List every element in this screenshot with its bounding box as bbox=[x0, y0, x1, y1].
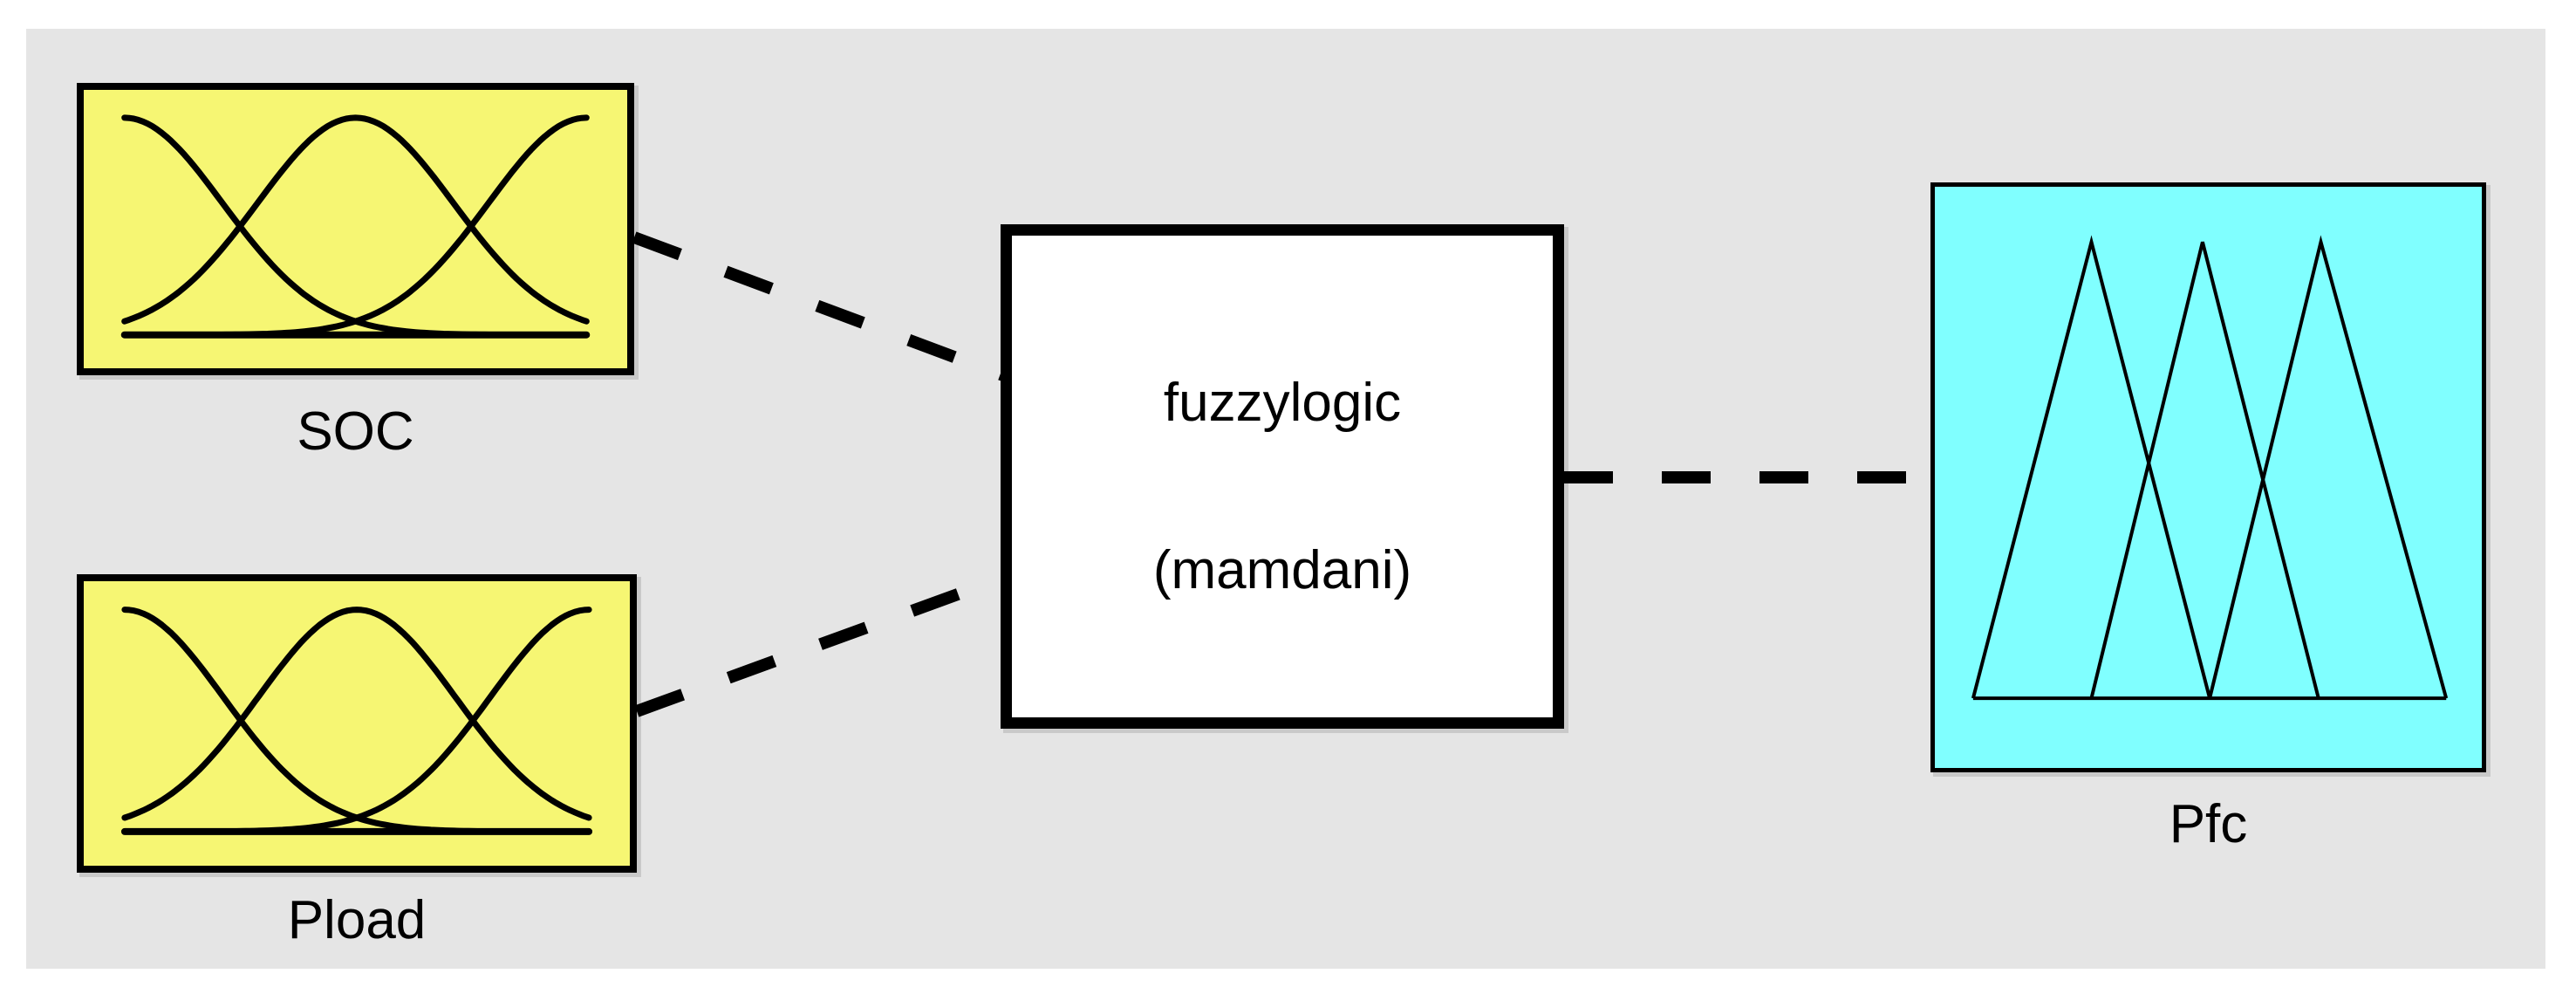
system-method-text: (mamdani) bbox=[1152, 540, 1412, 600]
pload-membership-plot bbox=[120, 607, 593, 835]
triangular-mf-curve-2 bbox=[2089, 241, 2320, 699]
triangular-mf-curve-1 bbox=[1971, 235, 2212, 699]
input-label-soc: SOC bbox=[297, 401, 414, 462]
input-label-pload: Pload bbox=[287, 890, 427, 950]
system-name-text: fuzzylogic bbox=[1163, 373, 1402, 433]
pfc-membership-plot bbox=[1971, 235, 2449, 701]
gaussian-mf-curve-3 bbox=[121, 607, 592, 835]
triangular-mf-curve-3 bbox=[2208, 235, 2449, 699]
soc-membership-plot bbox=[120, 114, 591, 339]
output-label-pfc: Pfc bbox=[2169, 794, 2248, 854]
gaussian-mf-curve-3 bbox=[121, 114, 590, 339]
gaussian-mf-curve-1 bbox=[121, 607, 592, 835]
gaussian-mf-curve-2 bbox=[121, 114, 590, 325]
input-node-soc[interactable] bbox=[77, 83, 634, 375]
input-node-pload[interactable] bbox=[77, 574, 637, 873]
gaussian-mf-curve-1 bbox=[121, 114, 590, 339]
output-node-pfc[interactable] bbox=[1930, 182, 2486, 772]
gaussian-mf-curve-2 bbox=[121, 607, 592, 821]
system-node[interactable] bbox=[1001, 224, 1564, 729]
